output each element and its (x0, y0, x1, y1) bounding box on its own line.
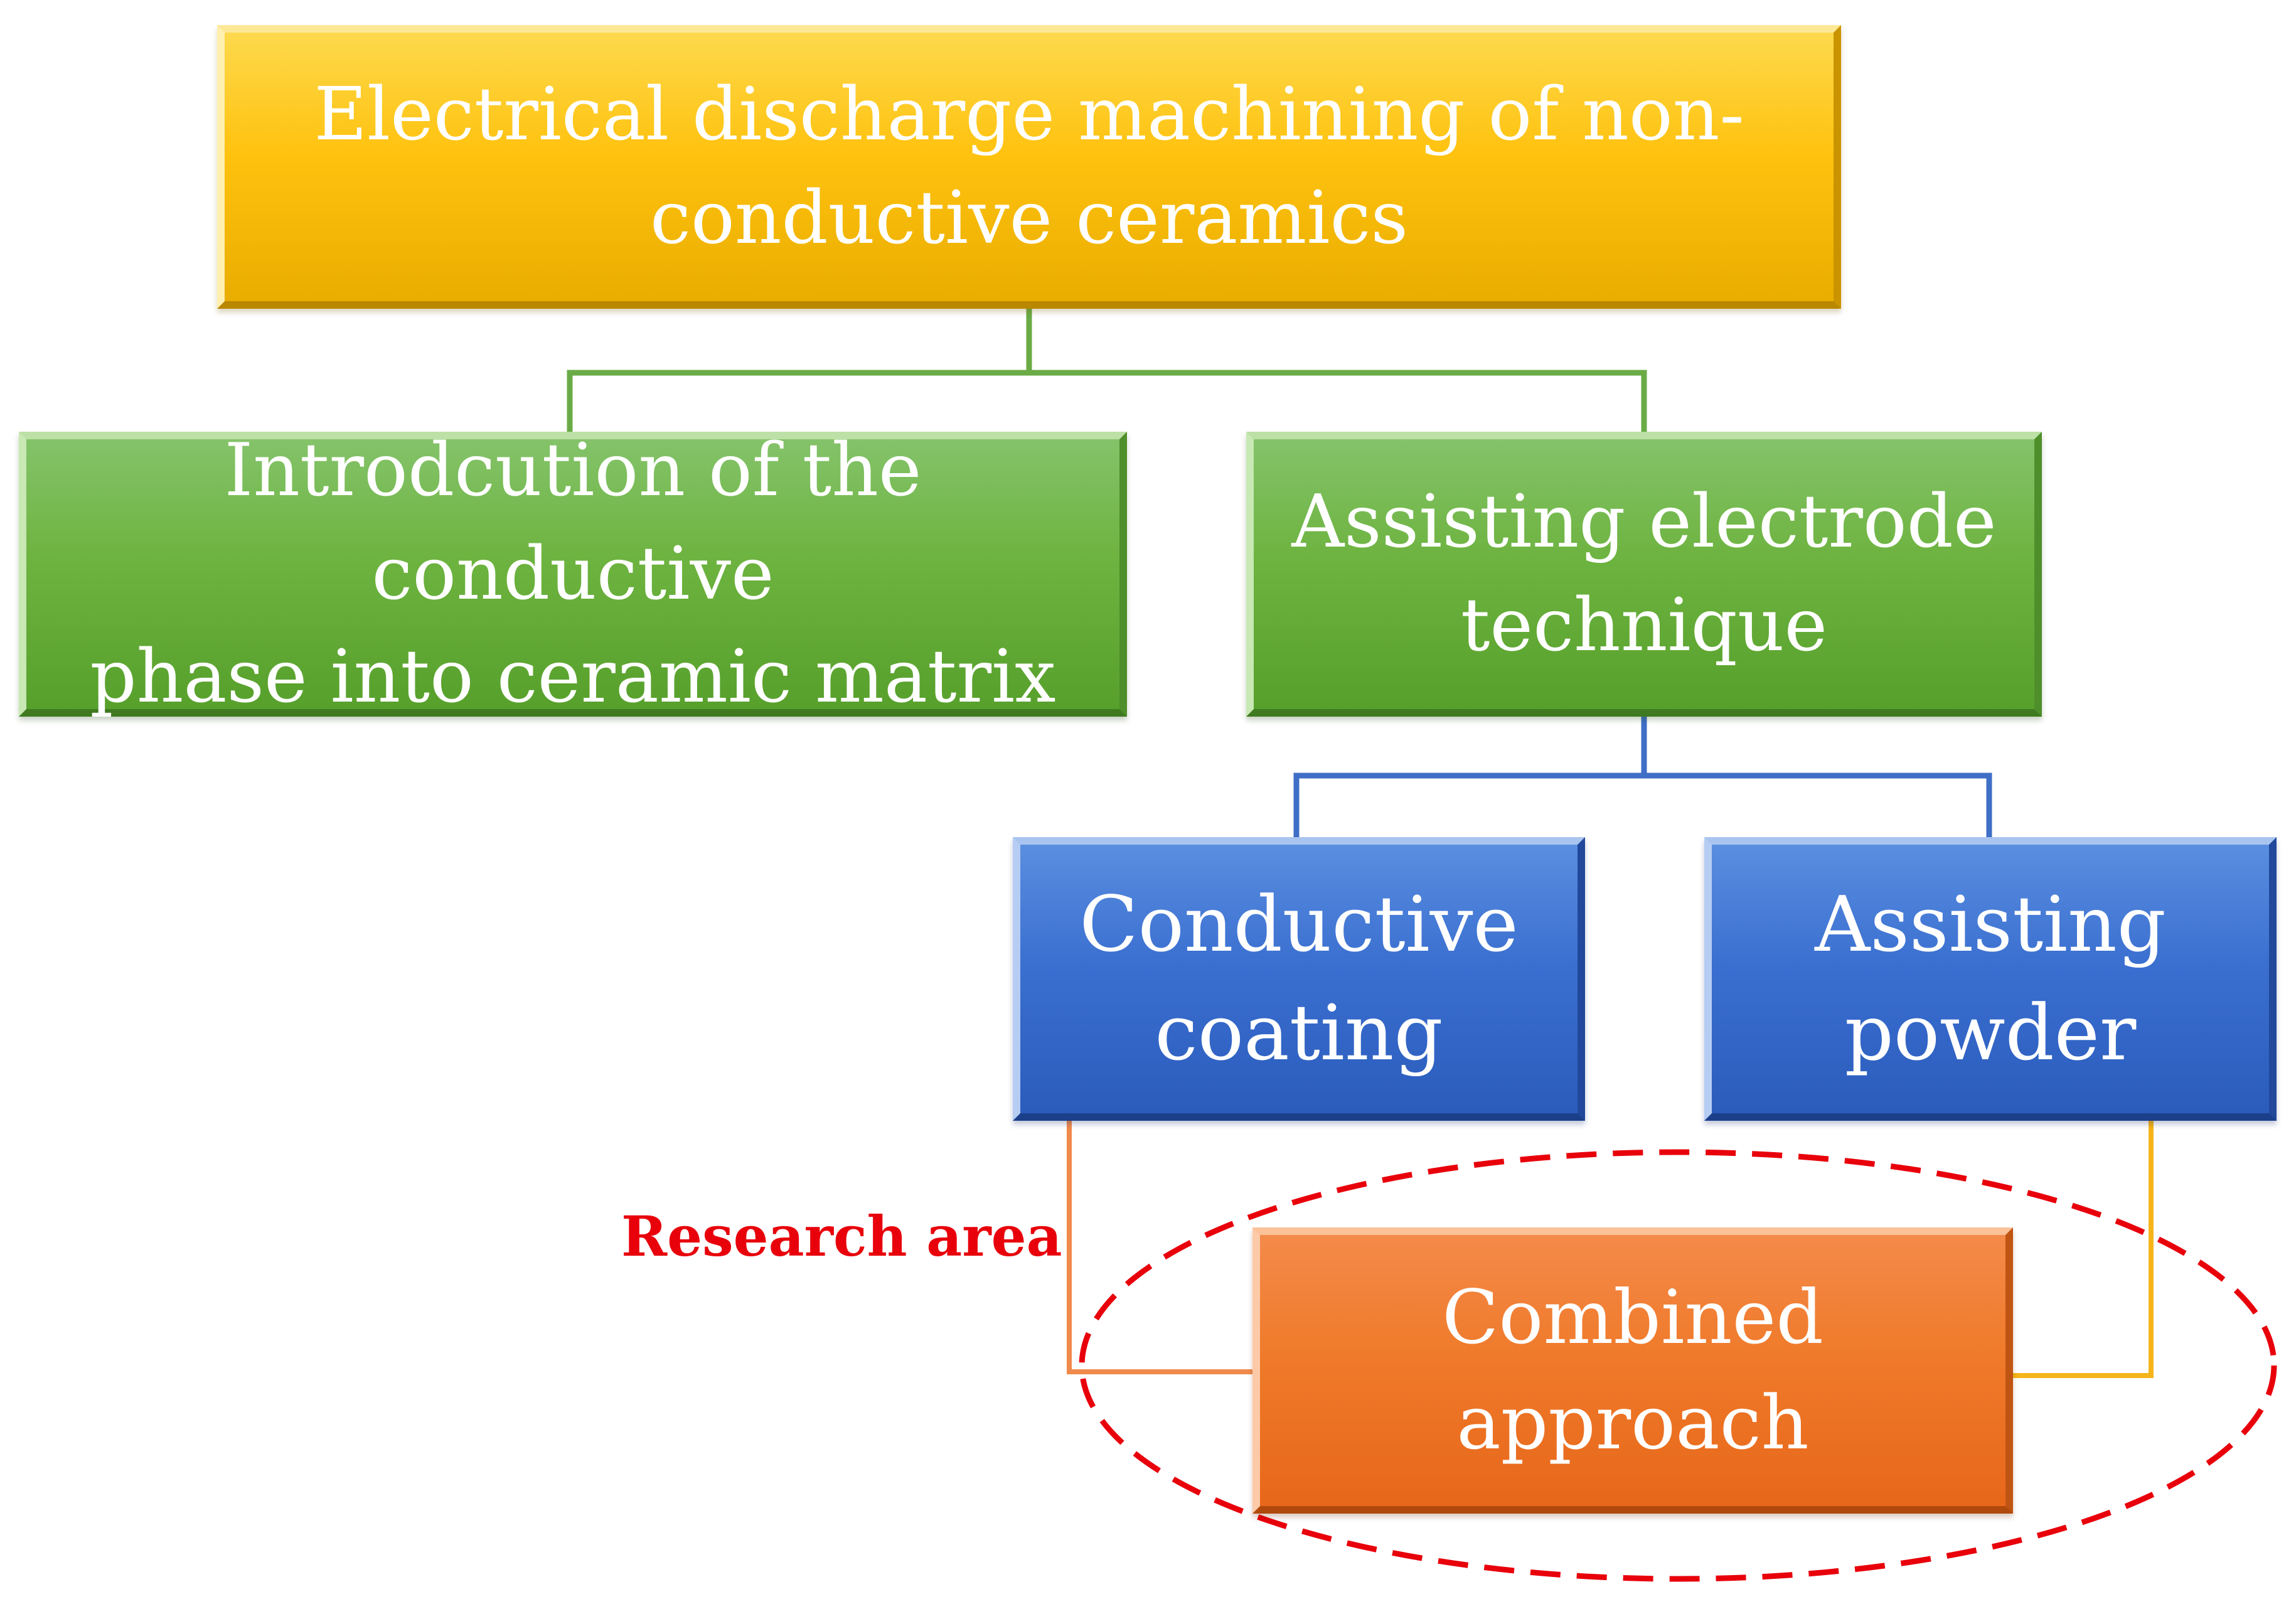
connector-root-to-assisting-electrode (1029, 370, 1647, 434)
assisting-electrode-node: Assisting electrode technique (1246, 432, 2042, 717)
assisting-powder-node: Assisting powder (1704, 837, 2277, 1121)
combined-approach-label: Combined approach (1442, 1274, 1823, 1466)
conductive-phase-node: Introdcution of the conductive phase int… (19, 428, 1127, 719)
connector-root-to-level2 (567, 309, 1032, 434)
research-area-ellipse (1079, 1149, 2277, 1582)
connector-powder-to-combined (2013, 1121, 2154, 1378)
connector-coating-to-combined (1067, 1121, 1254, 1374)
root-node: Electrical discharge machining of non- c… (217, 25, 1841, 309)
assisting-powder-label: Assisting powder (1815, 879, 2166, 1077)
conductive-coating-node: Conductive coating (1013, 837, 1585, 1121)
connector-electrode-to-powder (1644, 772, 1992, 838)
conductive-coating-label: Conductive coating (1079, 879, 1519, 1077)
research-area-label: Research area (621, 1204, 1062, 1269)
conductive-phase-label: Introdcution of the conductive phase int… (90, 427, 1056, 720)
root-node-label: Electrical discharge machining of non- c… (314, 72, 1744, 260)
combined-approach-node: Combined approach (1252, 1227, 2013, 1514)
connector-electrode-to-coating (1293, 717, 1647, 838)
assisting-electrode-label: Assisting electrode technique (1291, 479, 1997, 668)
